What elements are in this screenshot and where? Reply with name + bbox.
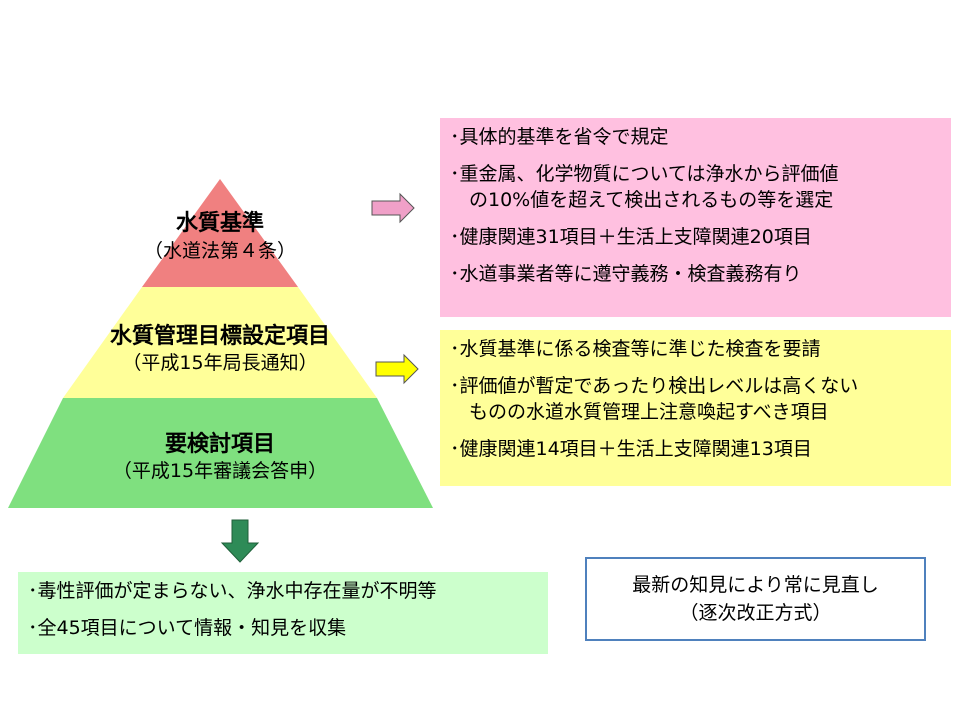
list-item: ･水道事業者等に遵守義務・検査義務有り [450,263,802,285]
management-goals-description-box: ･水質基準に係る検査等に準じた検査を要請 ･評価値が暫定であったり検出レベルは高… [440,330,951,486]
list-item: ･評価値が暫定であったり検出レベルは高くない ものの水道水質管理上注意喚起すべき… [450,375,859,423]
pyramid-tier-bottom [8,398,433,508]
pyramid-tier-top [142,179,298,287]
list-item: ･全45項目について情報・知見を収集 [28,617,347,639]
tier-title-items-for-review: 要検討項目 [164,432,275,457]
tier-subtitle-management-goals: （平成15年局長通知） [122,352,318,374]
tier-title-management-goals: 水質管理目標設定項目 [109,324,330,349]
list-item: ･重金属、化学物質については浄水から評価値 の10%値を超えて検出されるもの等を… [450,163,839,211]
standards-description-box: ･具体的基準を省令で規定 ･重金属、化学物質については浄水から評価値 の10%値… [440,118,951,317]
tier-subtitle-standards: （水道法第４条） [143,240,296,262]
list-item: ･水質基準に係る検査等に準じた検査を要請 [450,338,821,360]
arrow-down-green [220,519,260,563]
arrow-right-pink [371,192,415,224]
tier-subtitle-items-for-review: （平成15年審議会答申） [112,460,328,482]
pyramid-tier-middle [63,287,377,398]
items-for-review-description-box: ･毒性評価が定まらない、浄水中存在量が不明等 ･全45項目について情報・知見を収… [18,572,548,654]
revision-policy-line1: 最新の知見により常に見直し [632,574,879,596]
arrow-right-yellow [375,353,419,385]
list-item: ･健康関連31項目＋生活上支障関連20項目 [450,226,812,248]
tier-title-standards: 水質基準 [175,211,264,236]
revision-policy-line2: （逐次改正方式） [679,602,832,624]
revision-policy-box: 最新の知見により常に見直し （逐次改正方式） [585,557,926,641]
list-item: ･健康関連14項目＋生活上支障関連13項目 [450,438,812,460]
list-item: ･具体的基準を省令で規定 [450,126,669,148]
list-item: ･毒性評価が定まらない、浄水中存在量が不明等 [28,580,437,602]
